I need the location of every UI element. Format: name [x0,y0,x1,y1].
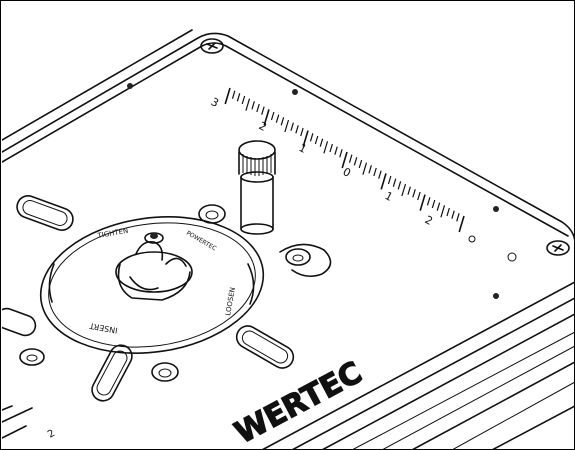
ruler-tick [436,202,441,211]
ruler-tick [270,111,275,121]
ruler-tick [368,165,372,174]
ruler-tick [329,143,333,153]
ruler-tick [348,154,353,163]
ruler-tick [280,117,285,126]
ruler-tick [446,207,450,217]
ruler-tick [407,186,411,195]
scale-label-neg1: 1 [383,189,395,204]
ruler-tick [387,175,392,185]
ruler-tick [300,127,304,137]
insert-brand-small: POWERTEC [185,230,217,253]
starting-pin [238,140,276,235]
ruler-tick [392,178,397,187]
table-extrusion [261,281,575,450]
ruler-tick [456,213,460,222]
ruler-tick [358,159,363,169]
ruler-tick [353,157,358,166]
screw-right [546,240,570,256]
ruler-tick [412,189,416,198]
ruler-tick [284,119,290,133]
slot-hole-lower-right [235,325,295,369]
plate-left-edge [2,29,193,141]
ruler-tick [440,205,446,218]
ruler-tick [431,199,436,209]
ruler-tick [341,151,348,169]
countersunk-holes [19,204,332,382]
ruler-tick [241,95,246,105]
ruler-tick [245,98,251,111]
slot-hole-left [16,195,74,231]
ruler-tick [295,125,299,134]
ruler-tick [323,141,329,154]
ruler-tick [275,114,280,123]
ruler-tick [397,181,402,190]
ruler-tick [319,138,324,147]
scale-label-3: 3 [209,95,221,110]
ruler-tick [419,194,426,211]
ruler-tick [263,109,270,126]
ruler-scale [224,87,465,233]
ruler-tick [362,162,368,175]
scale-label-1: 1 [297,141,309,156]
screw-top [200,38,224,54]
ruler-tick [417,191,421,201]
ruler-tick [236,93,241,102]
plate-top-edge [2,32,575,243]
ruler-tick [334,146,338,155]
ruler-tick [458,215,465,233]
ruler-tick [256,103,260,113]
insert-ring [39,216,265,354]
slot-hole-lower-left [91,344,133,402]
ruler-tick [380,173,387,190]
router-bit [115,232,193,301]
plate-inner-edge [2,42,569,237]
ruler-tick [378,170,382,179]
mount-holes [127,83,517,299]
loosen-label: LOOSEN [224,287,237,317]
insert-label: INSERT [89,321,119,335]
ruler-tick [314,135,319,145]
ruler-tick [251,101,255,110]
ruler-tick [401,183,407,197]
bottom-left-marks [2,405,33,439]
ruler-tick [451,210,455,219]
ruler-tick [231,90,236,99]
ruler-tick [261,106,265,115]
ruler-tick [224,87,231,105]
ruler-tick [290,122,294,131]
slot-hole-left-small [2,307,37,337]
ruler-tick [426,197,431,206]
ruler-tick [309,133,314,142]
ruler-tick [302,130,309,147]
ruler-tick [339,149,343,158]
scale-label-2: 2 [257,119,269,134]
ruler-tick [373,167,377,177]
scale-label-neg2: 2 [423,213,435,228]
corner-digit: 2 [46,428,57,441]
